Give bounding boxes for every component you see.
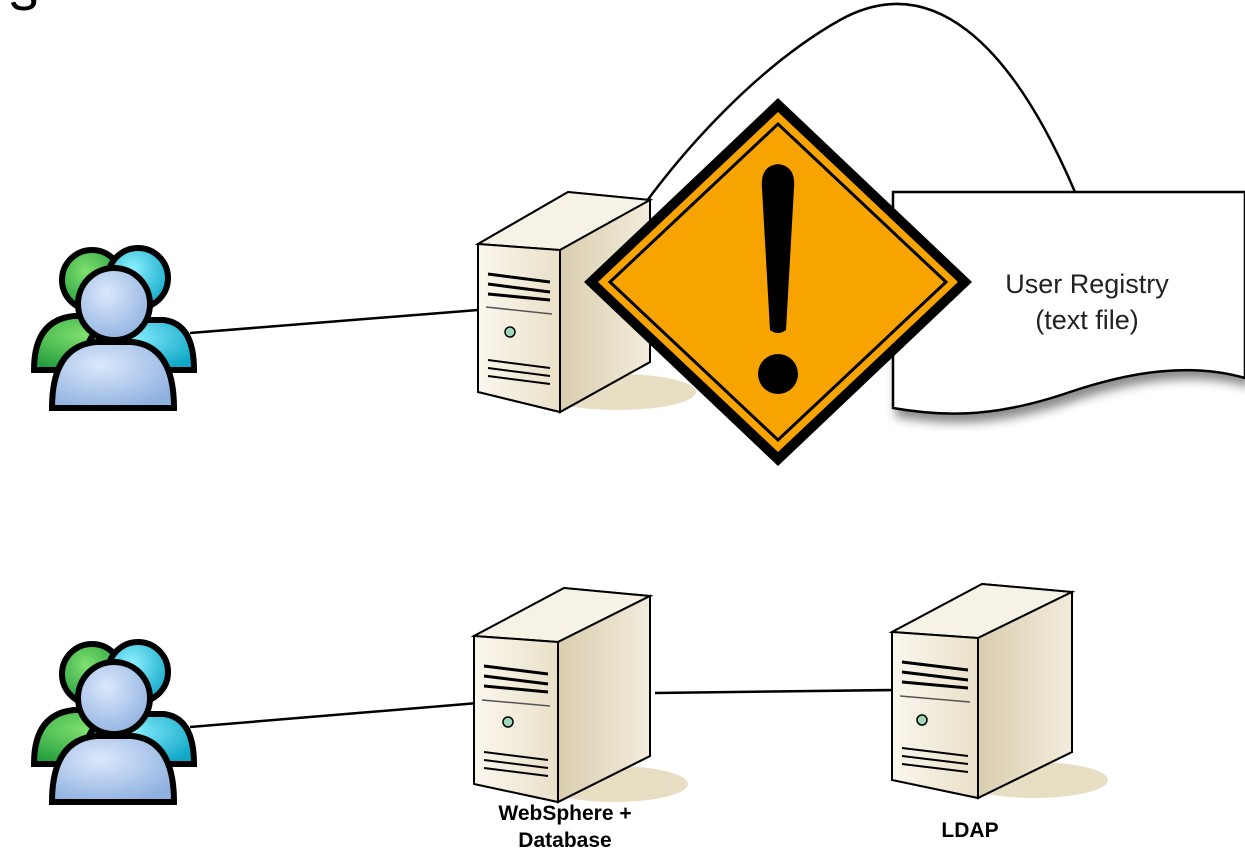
connector-websphere-ldap — [654, 688, 896, 695]
ldap-label: LDAP — [905, 817, 1035, 844]
websphere-database-label: WebSphere + Database — [470, 800, 660, 854]
server-tower-icon — [470, 586, 688, 804]
server-tower-icon — [888, 582, 1108, 800]
websphere-label-line1: WebSphere + — [498, 802, 632, 825]
server-tower-icon — [474, 190, 696, 414]
users-group-icon — [30, 245, 198, 411]
document-wave-icon — [891, 190, 1245, 415]
ldap-label-text: LDAP — [941, 819, 999, 842]
user-registry-label: User Registry (text file) — [972, 266, 1202, 338]
websphere-label-line2: Database — [518, 829, 612, 852]
user-registry-title: User Registry — [1005, 269, 1169, 299]
connector-top-users-server — [189, 308, 479, 335]
users-group-icon — [30, 639, 198, 805]
warning-exclamation-icon — [584, 98, 972, 466]
user-registry-subtitle: (text file) — [1035, 305, 1139, 335]
corner-text-fragment: rs — [0, 0, 38, 20]
connector-bottom-users-websphere — [189, 701, 479, 729]
